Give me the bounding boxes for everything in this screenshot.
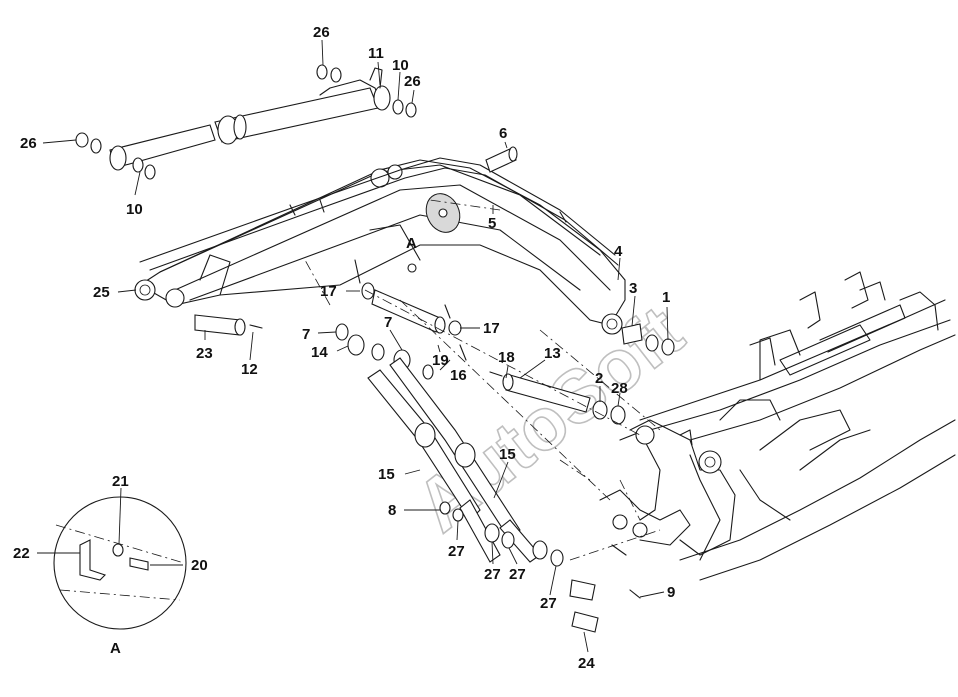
boom bbox=[134, 157, 626, 335]
callout-7-right: 7 bbox=[384, 314, 392, 331]
callout-27-d: 27 bbox=[540, 595, 557, 612]
washers-arm-cylinder bbox=[75, 64, 417, 180]
callout-10-left: 10 bbox=[126, 201, 143, 218]
callout-27-a: 27 bbox=[448, 543, 465, 560]
callout-23: 23 bbox=[196, 345, 213, 362]
callout-6: 6 bbox=[499, 125, 507, 142]
callout-15-left: 15 bbox=[378, 466, 395, 483]
detail-a-marker: A bbox=[406, 235, 417, 252]
callout-24: 24 bbox=[578, 655, 595, 672]
callout-21: 21 bbox=[112, 473, 129, 490]
callout-4: 4 bbox=[614, 243, 623, 260]
callout-26-right: 26 bbox=[404, 73, 421, 90]
callout-14: 14 bbox=[311, 344, 328, 361]
callout-26-top: 26 bbox=[313, 24, 330, 41]
callout-11: 11 bbox=[368, 45, 384, 62]
callout-1: 1 bbox=[662, 289, 670, 306]
callout-labels: 1 2 3 4 5 6 7 7 8 9 10 10 11 12 13 14 15… bbox=[13, 24, 675, 672]
callout-3: 3 bbox=[629, 280, 637, 297]
callout-15-right: 15 bbox=[499, 446, 516, 463]
callout-leaders bbox=[37, 39, 669, 653]
callout-25: 25 bbox=[93, 284, 110, 301]
callout-27-b: 27 bbox=[484, 566, 501, 583]
callout-10-top: 10 bbox=[392, 57, 409, 74]
pins-and-washers bbox=[194, 146, 675, 556]
callout-12: 12 bbox=[241, 361, 258, 378]
callout-22: 22 bbox=[13, 545, 30, 562]
callout-2: 2 bbox=[595, 370, 603, 387]
callout-5: 5 bbox=[488, 215, 496, 232]
boom-cylinders bbox=[367, 357, 564, 567]
callout-26-left: 26 bbox=[20, 135, 37, 152]
callout-20: 20 bbox=[191, 557, 208, 574]
callout-16: 16 bbox=[450, 367, 467, 384]
callout-7-left: 7 bbox=[302, 326, 310, 343]
arm-cylinder bbox=[109, 67, 391, 171]
callout-28: 28 bbox=[611, 380, 628, 397]
detail-a-caption: A bbox=[110, 640, 121, 657]
callout-17-left: 17 bbox=[320, 283, 337, 300]
detail-a-view bbox=[53, 496, 187, 630]
callout-18: 18 bbox=[498, 349, 515, 366]
callout-9: 9 bbox=[667, 584, 675, 601]
pins-24 bbox=[569, 579, 641, 633]
callout-17-right: 17 bbox=[483, 320, 500, 337]
callout-8: 8 bbox=[388, 502, 396, 519]
upper-frame bbox=[599, 271, 956, 581]
callout-19: 19 bbox=[432, 352, 449, 369]
callout-27-c: 27 bbox=[509, 566, 526, 583]
assembly-lines bbox=[304, 199, 661, 561]
callout-13: 13 bbox=[544, 345, 561, 362]
